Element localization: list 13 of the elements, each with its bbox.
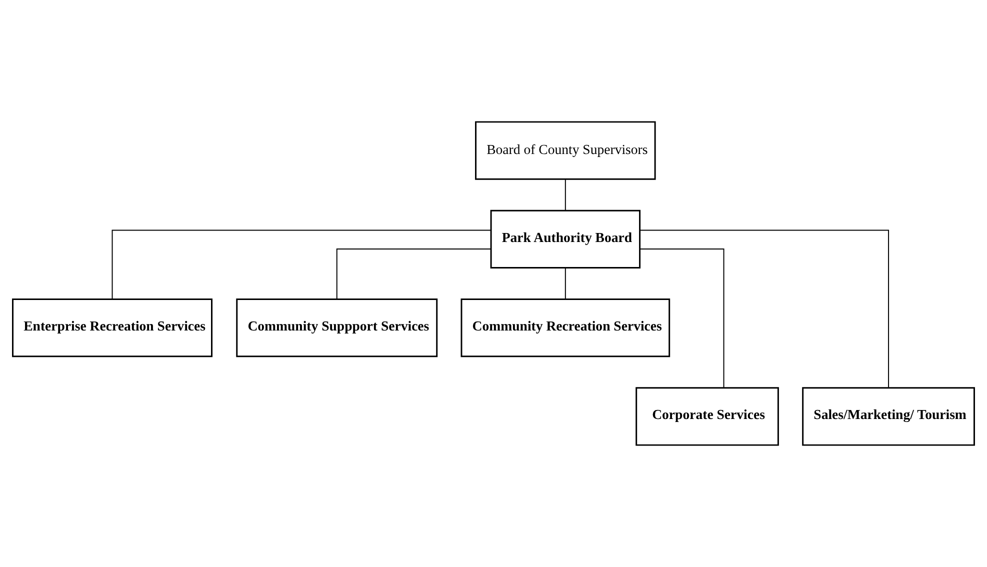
- node-box: Community Suppport Services: [236, 298, 438, 358]
- connector: [639, 248, 724, 388]
- node-box: Enterprise Recreation Services: [12, 298, 212, 358]
- node-box: Board of County Supervisors: [475, 121, 656, 180]
- connector: [564, 179, 566, 211]
- node-box: Park Authority Board: [490, 210, 641, 268]
- node-box: Community Recreation Services: [460, 298, 670, 358]
- connector: [639, 230, 890, 388]
- connector: [336, 248, 492, 300]
- node-box: Corporate Services: [636, 387, 779, 446]
- connector: [564, 268, 566, 300]
- node-box: Sales/Marketing/ Tourism: [802, 387, 975, 446]
- connector: [112, 230, 492, 300]
